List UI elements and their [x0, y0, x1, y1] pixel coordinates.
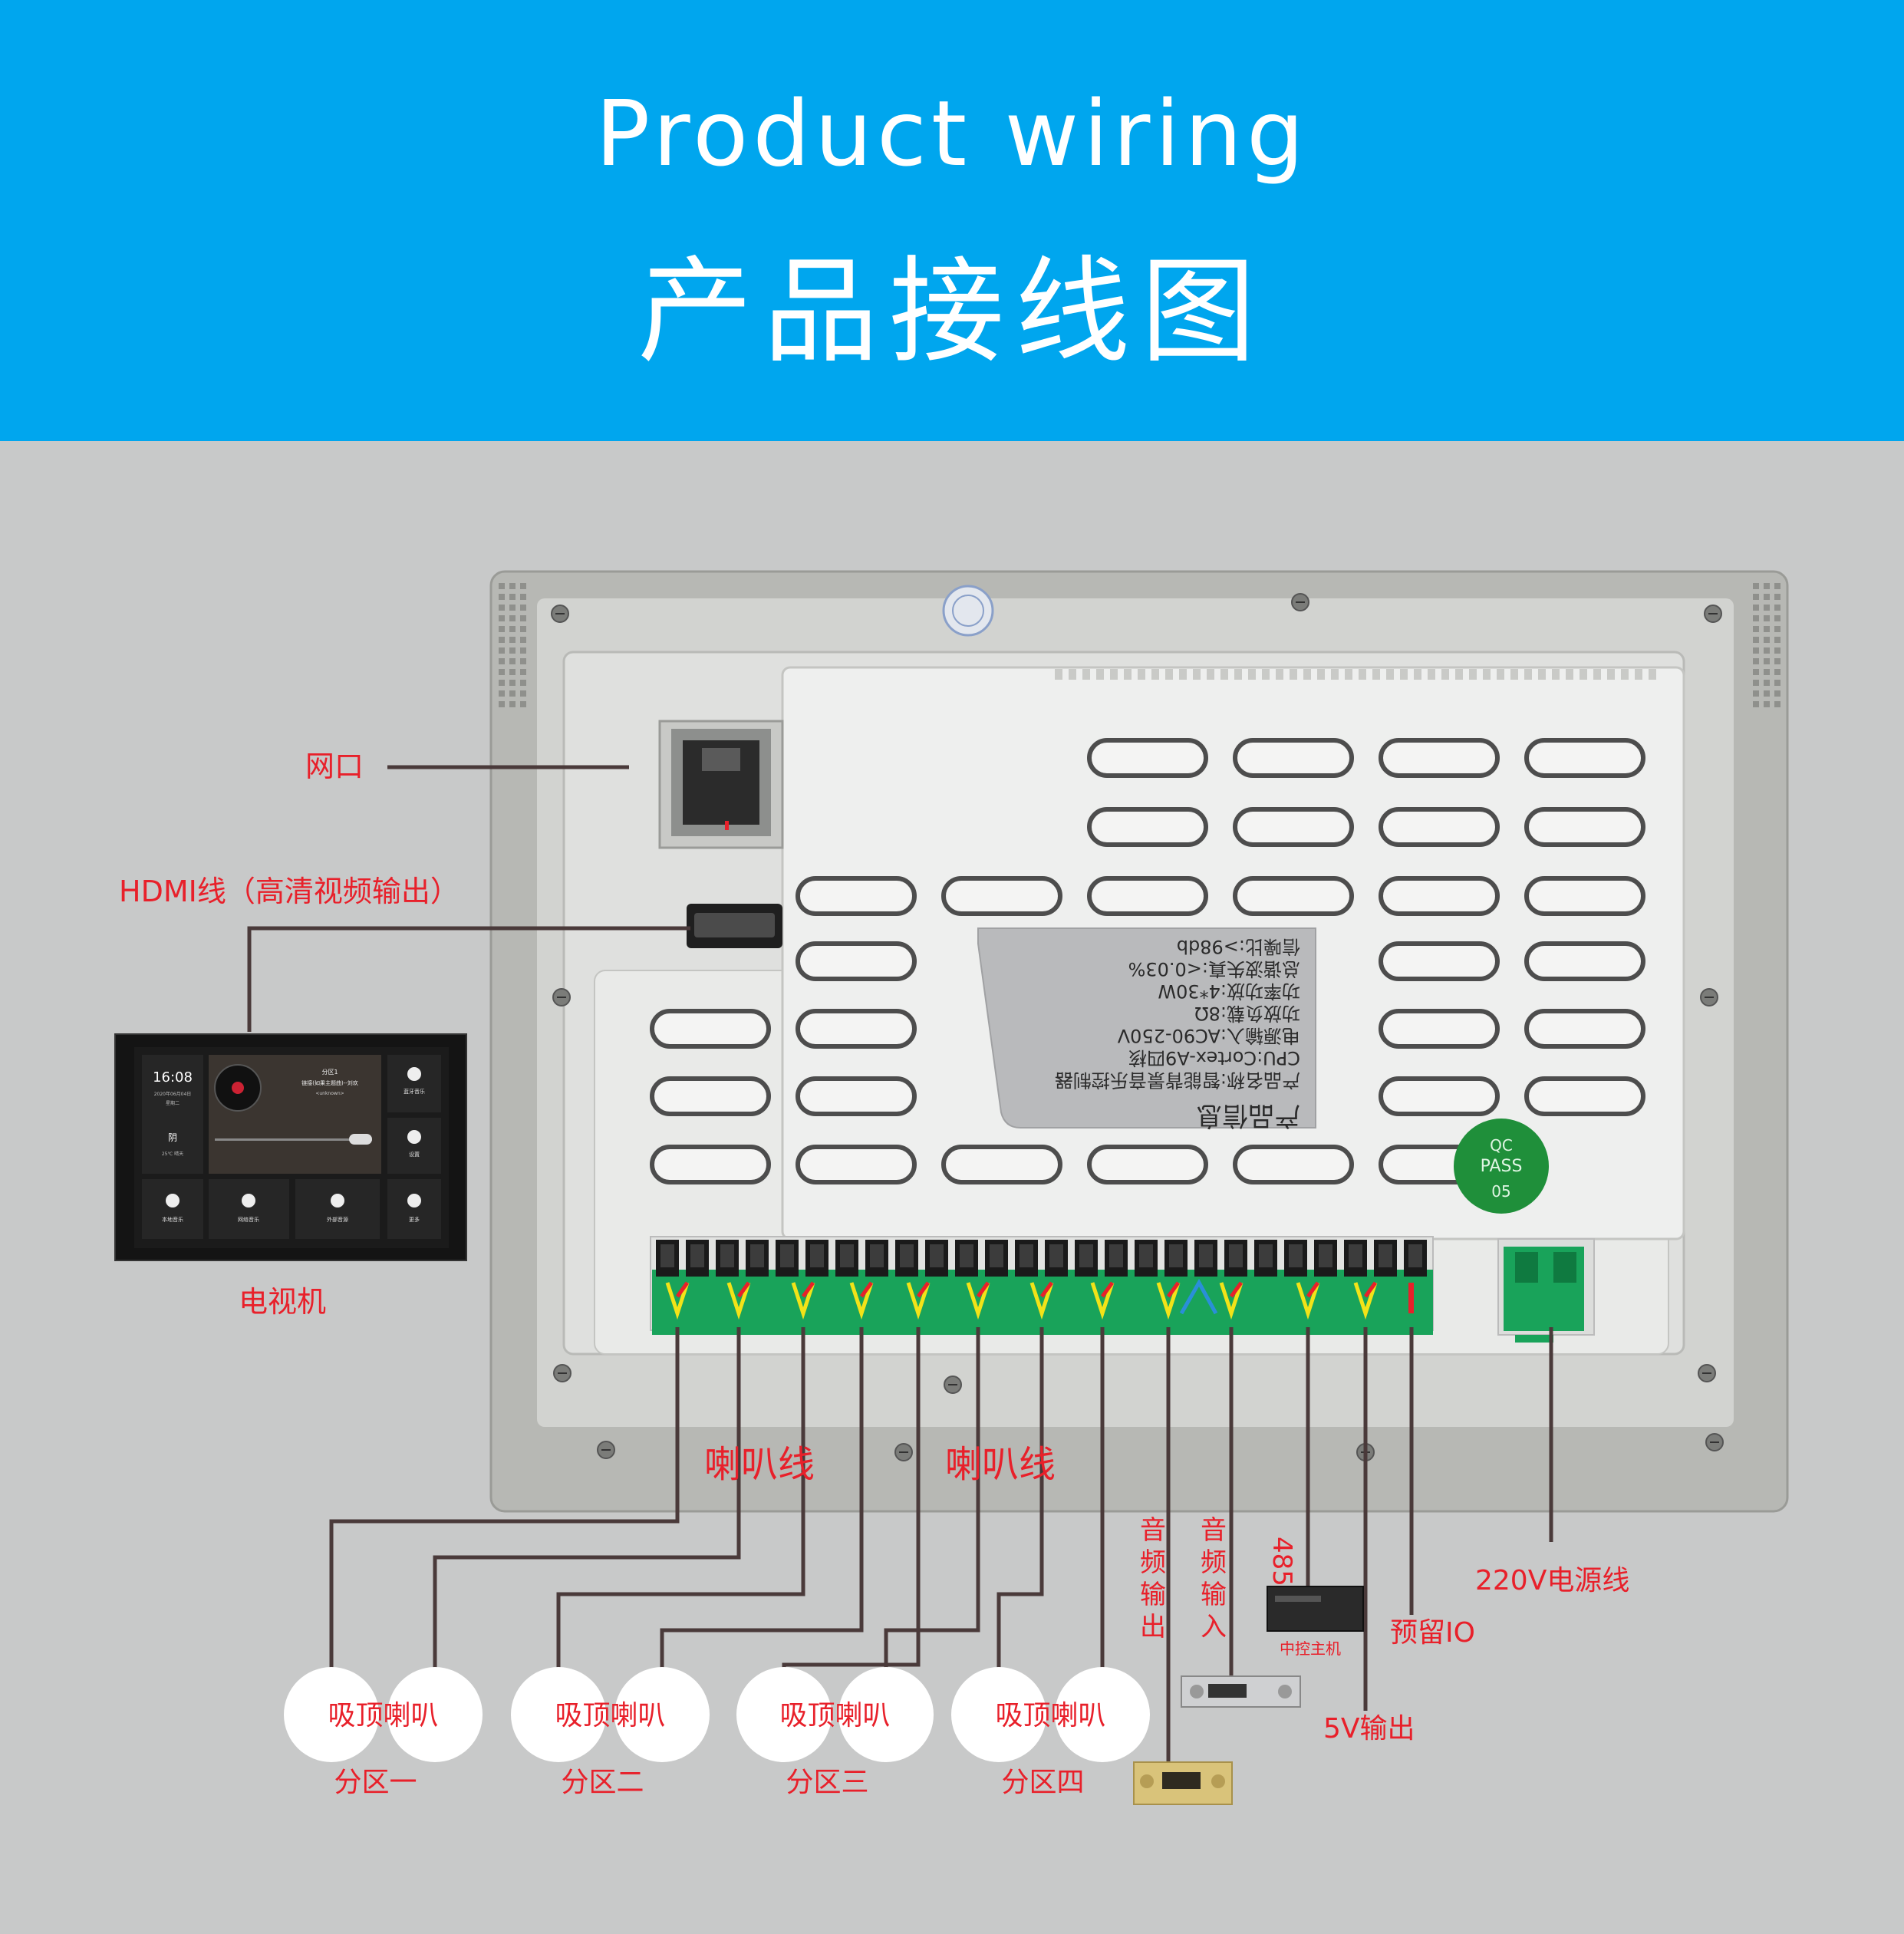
seal-sticker [942, 585, 994, 637]
terminal-block [650, 1236, 1565, 1335]
speaker-label: 吸顶喇叭 [555, 1700, 665, 1731]
label-central-host: 中控主机 [1280, 1639, 1341, 1658]
qc-line1: QC [1490, 1136, 1513, 1155]
svg-text:频: 频 [1201, 1547, 1227, 1578]
svg-text:链接(如果主题曲)--刘欢: 链接(如果主题曲)--刘欢 [301, 1079, 358, 1086]
spec-line: 功放负载:8Ω [1194, 1003, 1300, 1024]
central-host-device [1267, 1586, 1364, 1632]
wire-zone3-b [884, 1327, 980, 1669]
audio-input-device [1181, 1675, 1301, 1708]
svg-text:音: 音 [1140, 1515, 1166, 1546]
label-speaker-wire-2: 喇叭线 [945, 1443, 1056, 1486]
spec-line: 总谐波失真:<0.03% [1128, 958, 1300, 980]
qc-line2: PASS [1481, 1157, 1523, 1176]
zone-name: 分区二 [561, 1767, 644, 1798]
left-vent-dots [499, 583, 526, 707]
label-tv: 电视机 [239, 1285, 326, 1319]
label-reserved-io: 预留IO [1390, 1617, 1475, 1649]
spec-line: 产品信息 [1196, 1100, 1300, 1131]
svg-text:2020年06月04日: 2020年06月04日 [154, 1091, 192, 1097]
audio-output-device [1133, 1761, 1233, 1805]
svg-text:阴: 阴 [168, 1132, 177, 1143]
wire-zone1-b [433, 1327, 741, 1669]
svg-text:外部音源: 外部音源 [327, 1216, 348, 1223]
speaker-label: 吸顶喇叭 [995, 1700, 1105, 1731]
speaker-label: 吸顶喇叭 [779, 1700, 890, 1731]
label-network-port: 网口 [305, 750, 364, 783]
svg-text:<unknown>: <unknown> [315, 1091, 344, 1096]
svg-text:更多: 更多 [409, 1216, 420, 1223]
label-speaker-wire-1: 喇叭线 [704, 1443, 815, 1486]
svg-text:输: 输 [1201, 1580, 1227, 1610]
label-hdmi: HDMI线（高清视频输出） [119, 875, 460, 908]
zone-name: 分区一 [334, 1767, 417, 1798]
spec-line: 产品名称:智能背景音乐控制器 [1055, 1069, 1300, 1091]
device-unit: 产品信息 产品名称:智能背景音乐控制器CPU:Cortex-A9四核电源输入:AC… [489, 570, 1789, 1513]
svg-text:入: 入 [1201, 1612, 1227, 1642]
speaker-circle [736, 1667, 832, 1762]
label-485: 485 [1267, 1537, 1297, 1586]
wire-zone1-a [329, 1327, 680, 1669]
svg-text:分区1: 分区1 [321, 1069, 338, 1076]
hdmi-port[interactable] [687, 904, 782, 948]
speaker-circle [838, 1667, 934, 1762]
speaker-circle [1055, 1667, 1150, 1762]
wire-zone2-a [556, 1327, 805, 1669]
label-220v: 220V电源线 [1475, 1565, 1629, 1596]
spec-line: 信噪比:>98db [1177, 936, 1300, 957]
vent-slots [650, 738, 1645, 1184]
wires [247, 765, 1553, 1764]
svg-text:16:08: 16:08 [153, 1069, 193, 1086]
wire-zone4-a [996, 1327, 1044, 1669]
svg-text:本地音乐: 本地音乐 [162, 1216, 183, 1223]
svg-text:25℃ 晴天: 25℃ 晴天 [162, 1151, 183, 1157]
svg-text:输: 输 [1140, 1580, 1166, 1610]
right-vent-dots [1753, 583, 1780, 707]
svg-text:星期二: 星期二 [166, 1100, 180, 1106]
title-english: Product wiring [595, 81, 1309, 186]
screws [551, 593, 1724, 1461]
zone-name: 分区四 [1001, 1767, 1084, 1798]
zone-name: 分区三 [786, 1767, 868, 1798]
speaker-circle [511, 1667, 606, 1762]
speaker-label: 吸顶喇叭 [328, 1700, 438, 1731]
spec-label: 产品信息 产品名称:智能背景音乐控制器CPU:Cortex-A9四核电源输入:AC… [977, 927, 1316, 1131]
spec-line: 功率功放:4*30W [1158, 980, 1300, 1002]
qc-pass-sticker: QC PASS 05 [1454, 1119, 1549, 1214]
cover-teeth [1055, 669, 1656, 680]
speaker-circle [387, 1667, 483, 1762]
svg-text:设置: 设置 [409, 1151, 420, 1158]
svg-text:频: 频 [1140, 1547, 1166, 1578]
speaker-circle [614, 1667, 710, 1762]
speaker-circle [284, 1667, 379, 1762]
spec-label-text: 产品信息 产品名称:智能背景音乐控制器CPU:Cortex-A9四核电源输入:AC… [1055, 936, 1300, 1131]
spec-line: 电源输入:AC90-250V [1117, 1025, 1300, 1046]
wire-zone3-a [782, 1327, 921, 1669]
lan-port[interactable] [658, 720, 784, 849]
svg-text:音: 音 [1201, 1515, 1227, 1546]
wire-zone2-b [660, 1327, 864, 1669]
title-chinese: 产品接线图 [637, 245, 1267, 379]
speaker-circle [951, 1667, 1046, 1762]
qc-line3: 05 [1491, 1182, 1510, 1201]
power-terminal[interactable] [1497, 1238, 1595, 1343]
svg-text:出: 出 [1140, 1612, 1166, 1642]
label-5v-output: 5V输出 [1323, 1713, 1415, 1745]
wire-hdmi [247, 926, 690, 1032]
spec-line: CPU:Cortex-A9四核 [1128, 1047, 1300, 1069]
header-banner: Product wiring 产品接线图 [0, 0, 1904, 441]
svg-text:网络音乐: 网络音乐 [238, 1216, 259, 1223]
svg-text:蓝牙音乐: 蓝牙音乐 [404, 1088, 425, 1095]
